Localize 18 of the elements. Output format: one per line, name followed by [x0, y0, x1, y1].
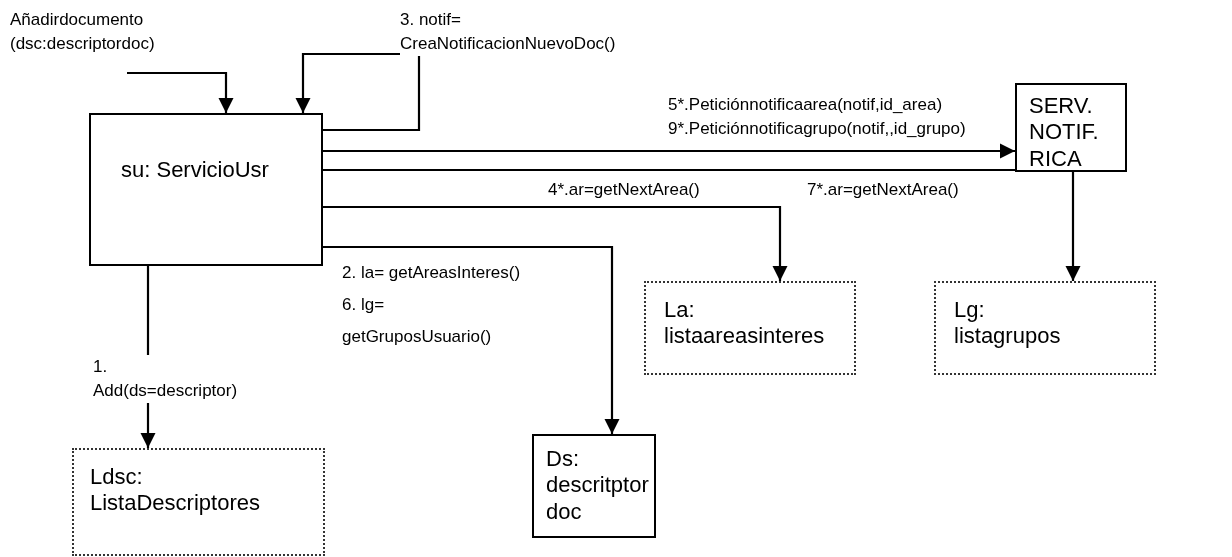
object-box	[934, 281, 1156, 375]
arrow	[323, 205, 788, 281]
object-name: Lg: listagrupos	[954, 297, 1062, 350]
arrow	[323, 143, 1015, 159]
object-box	[1015, 83, 1127, 172]
object-name: La: listaareasinteres	[664, 297, 826, 350]
object-name: su: ServicioUsr	[121, 157, 270, 184]
arrow	[323, 168, 1081, 281]
arrow	[127, 71, 234, 113]
object-name: Ds: descritptor doc	[546, 446, 650, 526]
object-box	[644, 281, 856, 375]
object-box	[72, 448, 325, 556]
arrow	[295, 52, 421, 132]
object-name: Ldsc: ListaDescriptores	[90, 464, 261, 517]
object-name: SERV. NOTIF. RICA	[1029, 93, 1100, 173]
arrow	[323, 245, 620, 434]
object-box	[532, 434, 656, 538]
object-box	[89, 113, 323, 266]
